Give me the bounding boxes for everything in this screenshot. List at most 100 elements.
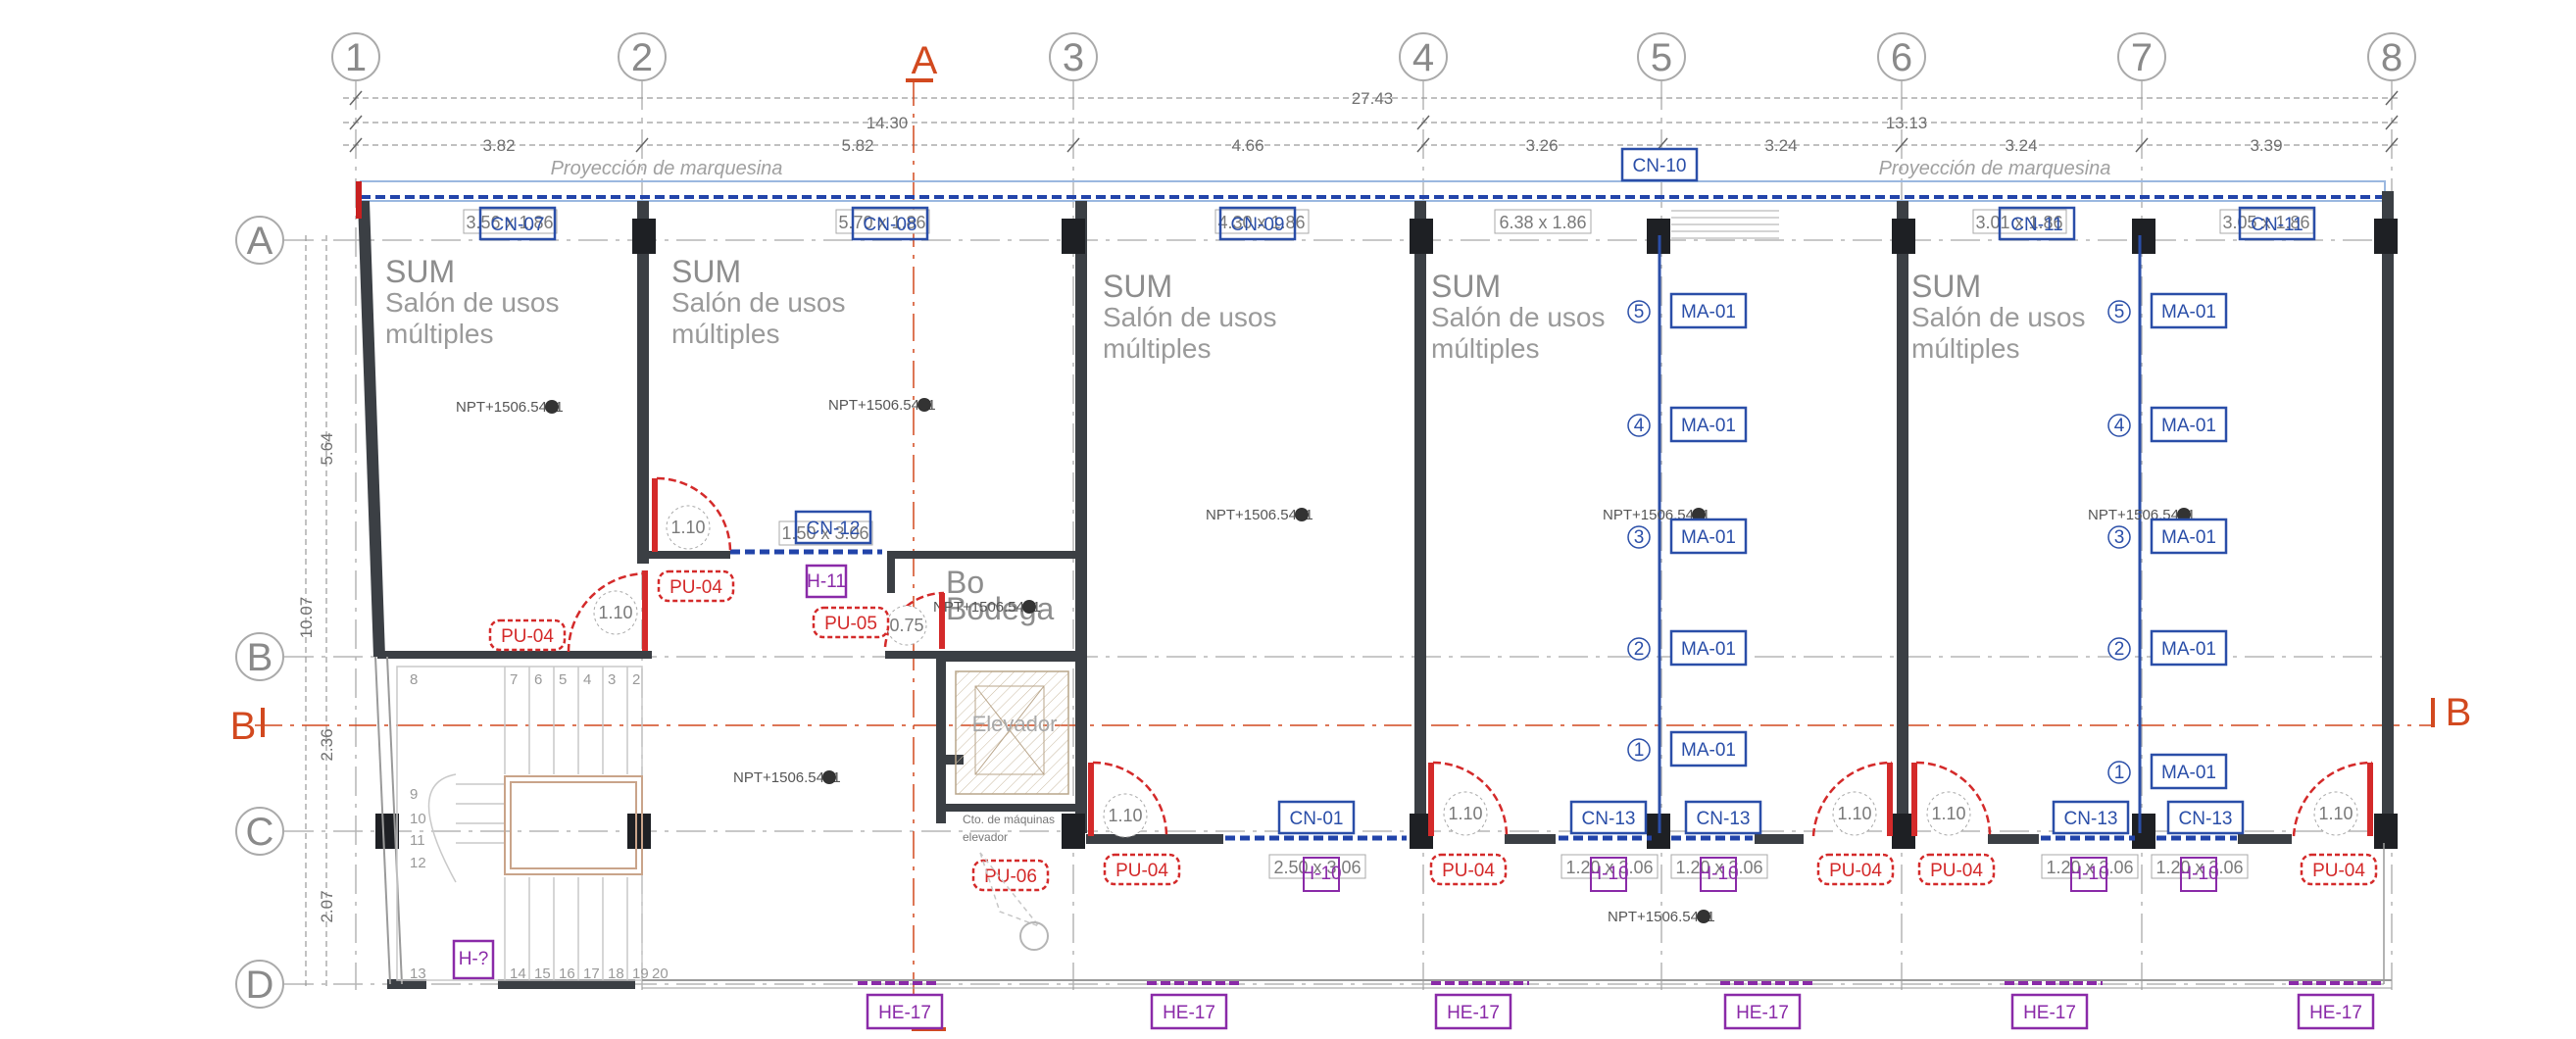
svg-text:NPT+1506.5471: NPT+1506.5471 [933, 599, 1041, 616]
section-b-line: B B [230, 691, 2472, 748]
he17-tag-3: HE-17 [1434, 993, 1512, 1030]
svg-text:CN-11: CN-11 [2251, 215, 2304, 235]
svg-text:3: 3 [2114, 527, 2125, 548]
svg-text:7: 7 [2131, 36, 2153, 79]
walls [358, 191, 2394, 989]
svg-text:4: 4 [583, 671, 591, 688]
cn01-tag: CN-01 [1277, 800, 1356, 835]
h11-tag: H-11 [805, 564, 848, 599]
svg-text:15: 15 [534, 965, 551, 982]
npt-marker-1: NPT+1506.5471 [456, 399, 564, 416]
he17-tag-4: HE-17 [1723, 993, 1802, 1030]
svg-text:1.50 x 3.06: 1.50 x 3.06 [781, 523, 868, 543]
svg-text:3.05 x 1.86: 3.05 x 1.86 [2222, 213, 2309, 232]
he17-tag-5: HE-17 [2010, 993, 2089, 1030]
axis-marker-5: 5 [1637, 32, 1686, 81]
machine-room-label-2: elevador [963, 830, 1008, 844]
section-a-label: A [912, 39, 938, 82]
dim-vertical-1: 5.64 [318, 432, 336, 465]
svg-text:13: 13 [410, 965, 426, 982]
npt-marker-3: NPT+1506.5471 [1206, 507, 1313, 523]
pu05-tag: PU-05 [812, 606, 890, 639]
machine-room-label-1: Cto. de máquinas [963, 813, 1055, 826]
dimension-lines [305, 97, 2402, 990]
svg-text:6.38 x 1.86: 6.38 x 1.86 [1499, 213, 1586, 232]
h10-tag-1: H-10 [1301, 857, 1342, 892]
door-leaves [642, 478, 2373, 836]
svg-text:MA-01: MA-01 [1681, 639, 1736, 660]
marquee-label-right: Proyección de marquesina [1879, 158, 2111, 179]
column-axis-lines [355, 80, 2393, 990]
svg-text:1.10: 1.10 [598, 603, 632, 622]
svg-text:múltiples: múltiples [1103, 333, 1211, 364]
svg-text:H-10: H-10 [1301, 864, 1341, 884]
svg-text:PU-04: PU-04 [1829, 861, 1882, 881]
dim-bay-5: 3.24 [1764, 136, 1797, 155]
hq-tag: H-? [452, 939, 495, 980]
svg-text:múltiples: múltiples [1431, 333, 1539, 364]
svg-text:MA-01: MA-01 [2161, 763, 2216, 783]
cn13-tag-4: CN-13 [2166, 800, 2245, 835]
svg-text:8: 8 [410, 671, 418, 688]
svg-text:NPT+1506.5471: NPT+1506.5471 [456, 399, 564, 416]
svg-text:7: 7 [510, 671, 518, 688]
svg-text:CN-09: CN-09 [1231, 215, 1285, 235]
svg-text:MA-01: MA-01 [2161, 527, 2216, 548]
svg-text:CN-13: CN-13 [2064, 809, 2118, 829]
door-width-7: 1.10 [1926, 791, 1971, 836]
svg-text:SUM: SUM [1431, 269, 1501, 304]
svg-text:B: B [247, 636, 273, 679]
svg-text:16: 16 [559, 965, 575, 982]
h-tags: H-11 H-? H-10 H-10 H-10 H-10 H-10 [452, 564, 2219, 980]
npt-marker-8: NPT+1506.5471 [1608, 909, 1715, 925]
svg-text:CN-13: CN-13 [1697, 809, 1751, 829]
red-corner-mark [356, 181, 362, 219]
dim-vertical-3: 2.07 [318, 890, 336, 922]
svg-text:9: 9 [410, 786, 418, 803]
svg-text:múltiples: múltiples [1911, 333, 2019, 364]
door-width-4: 1.10 [1103, 793, 1148, 838]
dim-vertical-2: 2.36 [318, 728, 336, 761]
machine-room: Cto. de máquinas elevador [963, 813, 1055, 951]
svg-text:1.10: 1.10 [1837, 804, 1871, 823]
cn13-tag-3: CN-13 [2052, 800, 2130, 835]
section-a-line: A [906, 39, 946, 1031]
svg-text:CN-12: CN-12 [807, 519, 861, 539]
h10-tag-3: H-10 [1698, 857, 1739, 892]
svg-text:Bo: Bo [946, 565, 984, 600]
svg-text:HE-17: HE-17 [1736, 1003, 1789, 1023]
room-sum-2: SUM Salón de usos múltiples [671, 254, 845, 349]
svg-text:CN-13: CN-13 [2179, 809, 2233, 829]
he17-tag-6: HE-17 [2297, 993, 2375, 1030]
svg-text:10: 10 [410, 811, 426, 827]
top-window-tags: CN-07 CN-08 CN-09 CN-10 CN-11 CN-11 [478, 147, 2316, 241]
elevator-label: Elevador [972, 712, 1058, 736]
svg-text:PU-04: PU-04 [501, 626, 554, 647]
pu04-tag-1: PU-04 [657, 569, 735, 603]
svg-text:4: 4 [1412, 36, 1434, 79]
svg-text:NPT+1506.5471: NPT+1506.5471 [733, 769, 841, 786]
stair-core [504, 775, 643, 875]
svg-text:PU-04: PU-04 [1930, 861, 1983, 881]
pu04-tag-6: PU-04 [1917, 853, 1996, 886]
svg-text:H-?: H-? [459, 949, 489, 969]
npt-marker-7: NPT+1506.5471 [733, 769, 841, 786]
svg-text:CN-10: CN-10 [1633, 156, 1687, 176]
stair-well-walls [374, 656, 403, 985]
svg-text:NPT+1506.5471: NPT+1506.5471 [1608, 909, 1715, 925]
svg-text:CN-11: CN-11 [2010, 215, 2063, 235]
svg-text:HE-17: HE-17 [1163, 1003, 1215, 1023]
axis-marker-a: A [235, 216, 284, 265]
svg-text:1.10: 1.10 [670, 518, 705, 537]
svg-text:PU-05: PU-05 [824, 614, 877, 634]
svg-text:PU-04: PU-04 [669, 577, 722, 598]
dimension-ticks [349, 90, 2399, 153]
svg-text:1.20 x 3.06: 1.20 x 3.06 [2155, 858, 2243, 877]
svg-text:Salón de usos: Salón de usos [1431, 302, 1605, 332]
svg-text:8: 8 [2381, 36, 2403, 79]
svg-text:3: 3 [1063, 36, 1084, 79]
room-sum-5: SUM Salón de usos múltiples [1911, 269, 2085, 364]
